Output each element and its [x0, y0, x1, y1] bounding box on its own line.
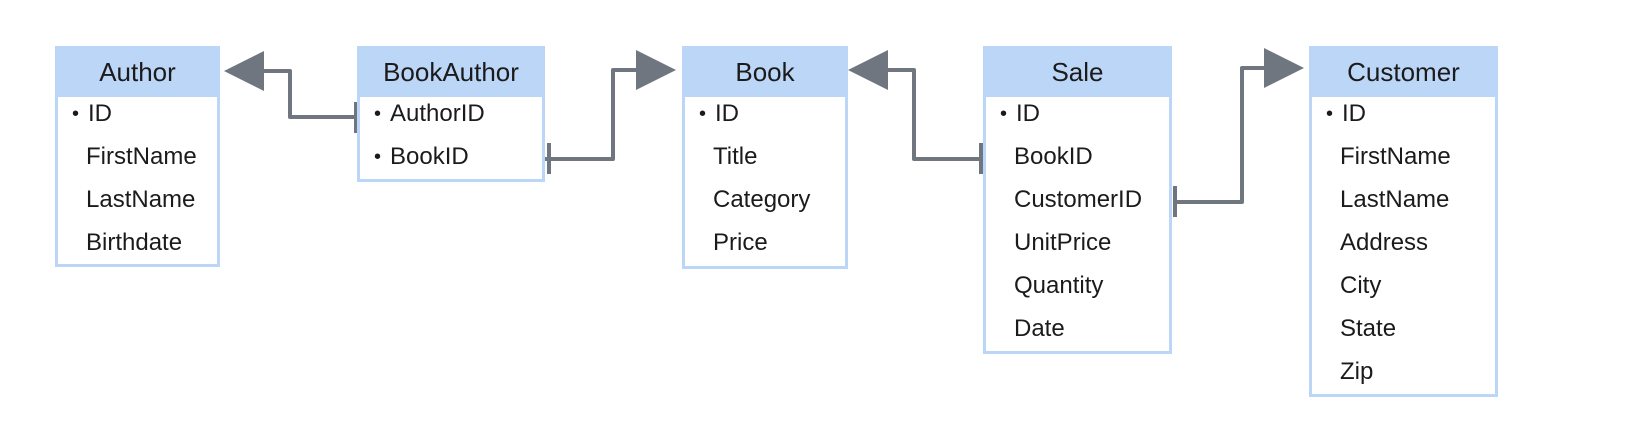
- field-row: Category: [685, 185, 845, 215]
- primary-key-bullet-icon: •: [699, 103, 707, 125]
- primary-key-bullet-icon: •: [374, 103, 382, 125]
- field-row: LastName: [1312, 185, 1495, 215]
- entity-title: Author: [58, 49, 217, 97]
- connector-sale-customer: [1174, 48, 1304, 204]
- field-row: CustomerID: [986, 185, 1169, 215]
- field-row: • ID: [1312, 99, 1495, 129]
- field-row: • ID: [986, 99, 1169, 129]
- field-name: Price: [713, 229, 768, 256]
- field-row: Title: [685, 142, 845, 172]
- field-name: Title: [713, 143, 758, 170]
- field-row: • AuthorID: [360, 99, 542, 129]
- field-row: LastName: [58, 185, 217, 215]
- field-row: Date: [986, 314, 1169, 344]
- entity-bookauthor[interactable]: BookAuthor • AuthorID • BookID: [357, 46, 545, 182]
- primary-key-bullet-icon: •: [1326, 103, 1334, 125]
- entity-title: BookAuthor: [360, 49, 542, 97]
- field-name: City: [1340, 272, 1382, 299]
- field-name: State: [1340, 315, 1397, 342]
- field-row: City: [1312, 271, 1495, 301]
- field-row: Address: [1312, 228, 1495, 258]
- entity-author[interactable]: Author • ID FirstName LastName Birthdate: [55, 46, 220, 267]
- field-name: CustomerID: [1014, 186, 1143, 213]
- field-row: BookID: [986, 142, 1169, 172]
- field-name: LastName: [86, 186, 196, 213]
- field-row: State: [1312, 314, 1495, 344]
- entity-title: Book: [685, 49, 845, 97]
- primary-key-bullet-icon: •: [374, 146, 382, 168]
- connector-bookauthor-author: [224, 51, 355, 119]
- field-name: ID: [1016, 100, 1040, 127]
- field-name: BookID: [390, 143, 469, 170]
- field-name: Address: [1340, 229, 1429, 256]
- field-row: UnitPrice: [986, 228, 1169, 258]
- entity-title: Sale: [986, 49, 1169, 97]
- field-row: • BookID: [360, 142, 542, 172]
- field-name: Birthdate: [86, 229, 183, 256]
- connector-bookauthor-book: [545, 50, 676, 161]
- field-name: Date: [1014, 315, 1065, 342]
- field-name: AuthorID: [390, 100, 485, 127]
- field-row: • ID: [58, 99, 217, 129]
- field-name: ID: [1342, 100, 1366, 127]
- field-name: BookID: [1014, 143, 1093, 170]
- connector-sale-book: [848, 50, 980, 161]
- field-name: Category: [713, 186, 811, 213]
- field-name: FirstName: [86, 143, 197, 170]
- entity-book[interactable]: Book • ID Title Category Price: [682, 46, 848, 269]
- entity-customer[interactable]: Customer • ID FirstName LastName Address…: [1309, 46, 1498, 397]
- field-name: LastName: [1340, 186, 1450, 213]
- field-name: ID: [715, 100, 739, 127]
- field-row: Birthdate: [58, 228, 217, 258]
- field-row: Quantity: [986, 271, 1169, 301]
- primary-key-bullet-icon: •: [1000, 103, 1008, 125]
- field-row: FirstName: [58, 142, 217, 172]
- entity-sale[interactable]: Sale • ID BookID CustomerID UnitPrice Qu…: [983, 46, 1172, 354]
- field-name: ID: [88, 100, 112, 127]
- field-row: Price: [685, 228, 845, 258]
- field-name: UnitPrice: [1014, 229, 1112, 256]
- field-row: • ID: [685, 99, 845, 129]
- entity-title: Customer: [1312, 49, 1495, 97]
- field-row: Zip: [1312, 357, 1495, 387]
- field-name: FirstName: [1340, 143, 1451, 170]
- field-name: Zip: [1340, 358, 1374, 385]
- field-row: FirstName: [1312, 142, 1495, 172]
- primary-key-bullet-icon: •: [72, 103, 80, 125]
- field-name: Quantity: [1014, 272, 1104, 299]
